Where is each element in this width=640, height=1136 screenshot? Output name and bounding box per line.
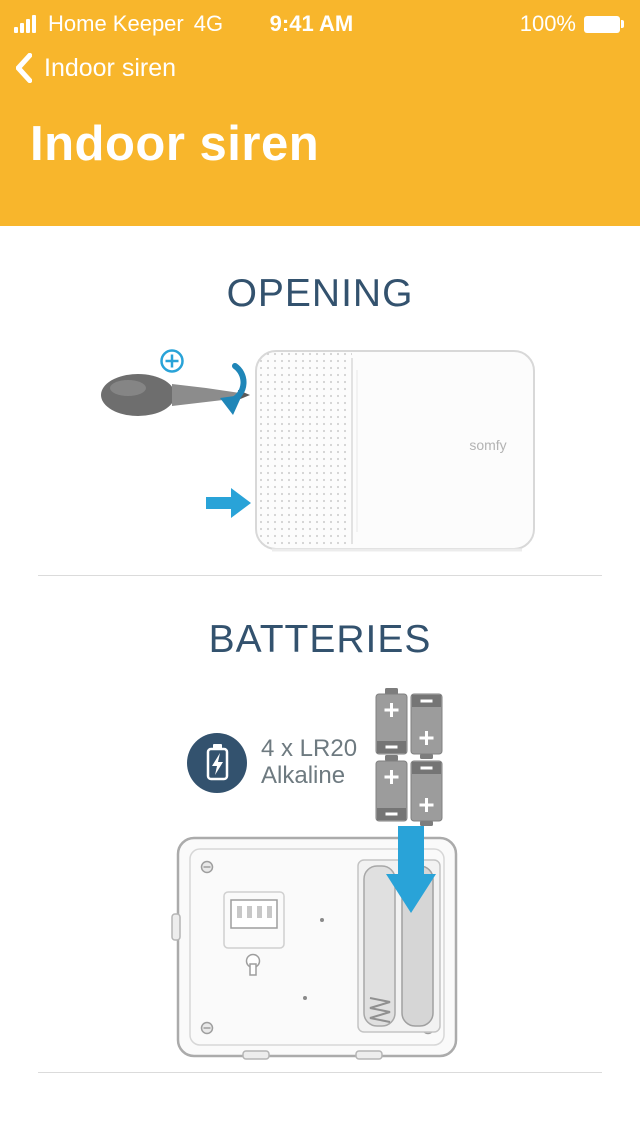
divider (38, 575, 602, 576)
section-heading-batteries: BATTERIES (208, 618, 432, 661)
opening-section: OPENING somfy (0, 272, 640, 576)
battery-spec-line2: Alkaline (261, 762, 345, 789)
battery-spec-line1: 4 x LR20 (261, 735, 357, 762)
insert-arrow-icon (206, 488, 251, 518)
battery-percent: 100% (519, 11, 576, 36)
status-right-group: 100% (520, 11, 624, 37)
insert-down-arrow-icon (386, 826, 436, 913)
status-left-group: Home Keeper 4G (14, 11, 223, 37)
back-chevron-icon (16, 53, 32, 83)
network-label: 4G (193, 11, 224, 36)
clock: 9:41 AM (269, 11, 354, 36)
battery-badge-icon (187, 733, 247, 793)
back-label: Indoor siren (44, 53, 177, 82)
opening-illustration: somfy (101, 349, 535, 552)
rotate-arrow-icon (220, 363, 247, 415)
device-front-illustration: somfy (255, 350, 535, 552)
screwdriver-icon (101, 374, 250, 416)
content: OPENING somfy (0, 272, 640, 1073)
batteries-section: BATTERIES 4 x LR20 Alkaline (0, 618, 640, 1073)
page-title: Indoor siren (30, 117, 320, 171)
device-back-illustration (171, 836, 458, 1060)
section-heading-opening: OPENING (226, 272, 414, 315)
battery-spec-text: 4 x LR20 Alkaline (261, 735, 357, 789)
back-button[interactable]: Indoor siren (14, 49, 178, 87)
nav-bar: Indoor siren (0, 42, 640, 94)
phillips-icon (160, 349, 184, 373)
signal-icon (14, 15, 36, 33)
carrier-label: Home Keeper (48, 11, 184, 36)
battery-icon (584, 15, 624, 33)
brand-label: somfy (469, 437, 506, 453)
d-cell-batteries-icon (375, 688, 443, 826)
batteries-illustration: 4 x LR20 Alkaline (171, 688, 458, 1060)
divider (38, 1072, 602, 1073)
header: Home Keeper 4G 9:41 AM 100% Indoor siren… (0, 0, 640, 226)
status-bar: Home Keeper 4G 9:41 AM 100% (0, 0, 640, 42)
